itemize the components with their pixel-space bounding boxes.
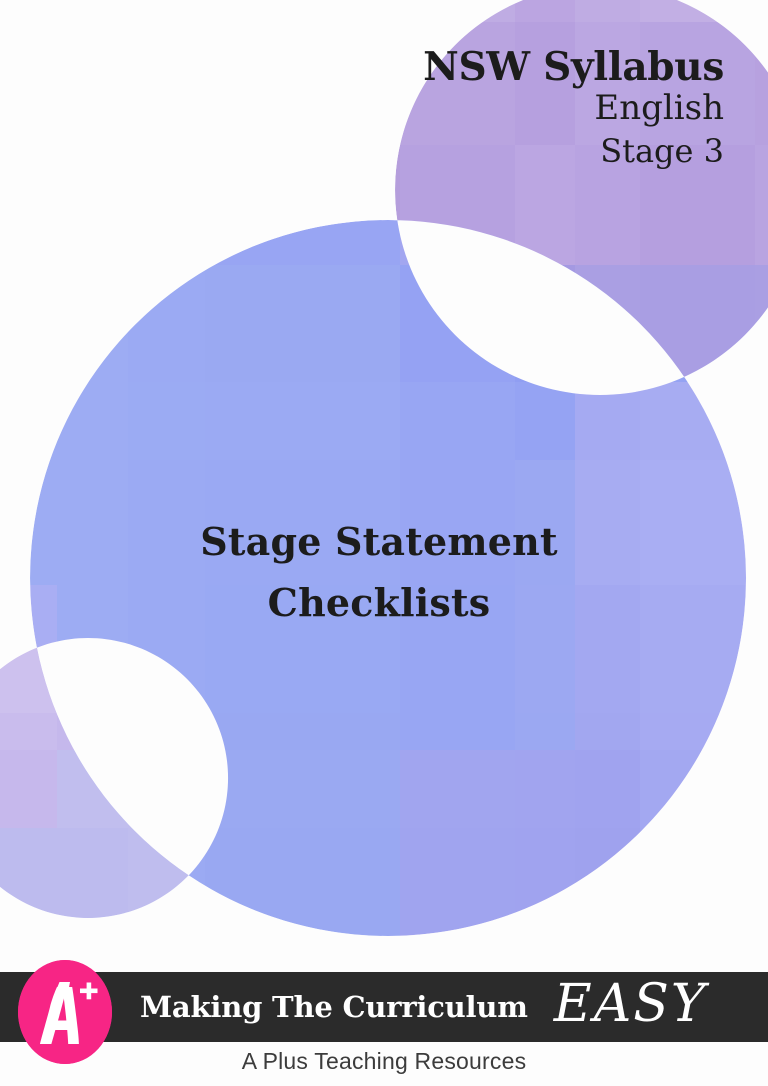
cover-headline: NSW Syllabus English Stage 3 bbox=[294, 48, 724, 172]
logo-circle bbox=[18, 960, 112, 1064]
footer-banner-emphasis: EASY bbox=[553, 974, 708, 1035]
cover-footer: Making The Curriculum EASY bbox=[0, 960, 768, 1086]
cover-artwork bbox=[0, 0, 768, 960]
headline-line-2: English bbox=[594, 88, 724, 128]
title-line-1: Stage Statement bbox=[200, 519, 558, 564]
white-mask bbox=[0, 0, 768, 960]
logo-plus-sign bbox=[80, 982, 98, 1000]
footer-banner: Making The Curriculum EASY bbox=[0, 972, 768, 1042]
footer-banner-text: Making The Curriculum bbox=[140, 990, 528, 1024]
headline-line-1: NSW Syllabus bbox=[423, 44, 724, 90]
headline-line-3: Stage 3 bbox=[600, 131, 724, 170]
footer-banner-content: Making The Curriculum EASY bbox=[140, 972, 750, 1042]
footer-tagline: A Plus Teaching Resources bbox=[241, 1048, 527, 1074]
a-plus-logo bbox=[18, 960, 112, 1064]
cover-title: Stage Statement Checklists bbox=[0, 512, 768, 634]
title-line-2: Checklists bbox=[267, 579, 491, 625]
logo-letter-a bbox=[40, 982, 79, 1044]
